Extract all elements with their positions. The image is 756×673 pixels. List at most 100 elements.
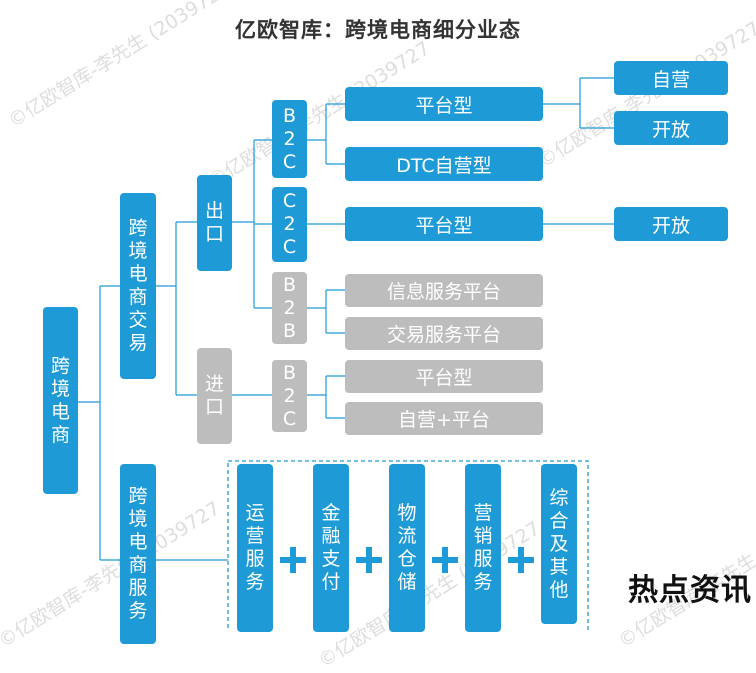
c2c-platform-node: 平台型 bbox=[345, 207, 543, 241]
export-label: 出口 bbox=[205, 200, 224, 246]
service-item: 运营服务 bbox=[237, 464, 273, 632]
open-node: 开放 bbox=[614, 111, 728, 145]
platform-type-label: 平台型 bbox=[415, 94, 473, 117]
service-label: 跨境电商服务 bbox=[128, 485, 147, 623]
label-char: 支 bbox=[321, 548, 341, 570]
label-char: 储 bbox=[397, 571, 417, 593]
platform-type-node: 平台型 bbox=[345, 87, 543, 121]
label-char: 运 bbox=[245, 502, 265, 524]
trade-platform-label: 交易服务平台 bbox=[386, 324, 501, 346]
trade-platform-node: 交易服务平台 bbox=[345, 317, 543, 350]
plus-icon bbox=[356, 547, 382, 573]
root-node: 跨境电商 bbox=[43, 307, 78, 494]
self-platform-label: 自营+平台 bbox=[398, 409, 490, 431]
service-item-label: 综合及其他 bbox=[549, 487, 568, 602]
label-char: 综 bbox=[549, 486, 569, 509]
label-char: 2 bbox=[283, 213, 296, 235]
label-char: 电 bbox=[128, 531, 148, 553]
c2c-open-node: 开放 bbox=[614, 207, 728, 241]
label-char: 境 bbox=[50, 377, 70, 400]
label-char: 商 bbox=[128, 286, 148, 308]
label-char: 电 bbox=[50, 400, 70, 423]
label-char: 物 bbox=[397, 502, 417, 524]
import-label: 进口 bbox=[205, 373, 224, 419]
label-char: 金 bbox=[321, 502, 341, 524]
hot-news-stamp: 热点资讯 bbox=[628, 573, 752, 608]
label-char: 务 bbox=[245, 571, 265, 593]
label-char: 跨 bbox=[128, 217, 148, 239]
label-char: B bbox=[282, 361, 297, 384]
dtc-node: DTC自营型 bbox=[345, 147, 543, 181]
label-char: 流 bbox=[397, 525, 417, 547]
label-char: 口 bbox=[204, 396, 224, 418]
label-char: 仓 bbox=[397, 548, 417, 570]
info-platform-node: 信息服务平台 bbox=[345, 274, 543, 307]
page-title: 亿欧智库：跨境电商细分业态 bbox=[235, 18, 521, 42]
label-char: 口 bbox=[204, 223, 224, 245]
label-char: 营 bbox=[245, 525, 265, 547]
trade-label: 跨境电商交易 bbox=[128, 217, 147, 355]
root-label: 跨境电商 bbox=[51, 355, 70, 447]
label-char: 商 bbox=[128, 554, 148, 576]
service-item: 物流仓储 bbox=[389, 464, 425, 632]
label-char: 电 bbox=[128, 263, 148, 285]
label-char: 服 bbox=[473, 548, 493, 570]
self-platform-node: 自营+平台 bbox=[345, 402, 543, 435]
label-char: 2 bbox=[283, 127, 296, 150]
self-op-node: 自营 bbox=[614, 61, 728, 95]
self-op-label: 自营 bbox=[651, 68, 690, 91]
connector-lines bbox=[78, 77, 614, 631]
service-item-label: 物流仓储 bbox=[397, 502, 416, 594]
c2c-platform-label: 平台型 bbox=[415, 214, 473, 237]
label-char: C bbox=[282, 150, 297, 173]
label-char: 进 bbox=[204, 373, 224, 395]
label-char: 跨 bbox=[128, 485, 148, 507]
label-char: 交 bbox=[128, 309, 148, 331]
export-node: 出口 bbox=[197, 175, 232, 271]
service-item: 营销服务 bbox=[465, 464, 501, 632]
plus-icon bbox=[280, 547, 306, 573]
plus-icon bbox=[508, 547, 534, 573]
label-char: C bbox=[282, 407, 297, 430]
service-item: 综合及其他 bbox=[541, 464, 577, 624]
label-char: 他 bbox=[549, 578, 569, 601]
label-char: 及 bbox=[549, 532, 569, 555]
label-char: 2 bbox=[283, 384, 296, 407]
label-char: 融 bbox=[321, 525, 341, 547]
label-char: 其 bbox=[549, 555, 569, 578]
label-char: 境 bbox=[128, 508, 148, 530]
label-char: B bbox=[282, 319, 297, 342]
label-char: 服 bbox=[128, 577, 148, 599]
service-node: 跨境电商服务 bbox=[120, 464, 156, 644]
plus-icon bbox=[432, 547, 458, 573]
label-char: 务 bbox=[128, 600, 148, 622]
service-item: 金融支付 bbox=[313, 464, 349, 632]
label-char: B bbox=[282, 104, 297, 127]
c2c-open-label: 开放 bbox=[651, 214, 690, 237]
label-char: 出 bbox=[204, 200, 224, 222]
info-platform-label: 信息服务平台 bbox=[386, 281, 501, 303]
import-platform-node: 平台型 bbox=[345, 360, 543, 393]
label-char: 合 bbox=[549, 509, 569, 532]
label-char: C bbox=[282, 190, 297, 212]
dtc-label: DTC自营型 bbox=[396, 154, 492, 177]
open-label: 开放 bbox=[651, 118, 690, 141]
label-char: 商 bbox=[50, 423, 70, 446]
import-node: 进口 bbox=[197, 348, 232, 444]
label-char: 营 bbox=[473, 502, 493, 524]
service-item-label: 营销服务 bbox=[473, 502, 492, 594]
label-char: 销 bbox=[473, 525, 493, 547]
label-char: B bbox=[282, 273, 297, 296]
label-char: 境 bbox=[128, 240, 148, 262]
import-platform-label: 平台型 bbox=[415, 367, 473, 389]
label-char: 跨 bbox=[50, 354, 70, 377]
service-item-label: 金融支付 bbox=[321, 502, 340, 594]
